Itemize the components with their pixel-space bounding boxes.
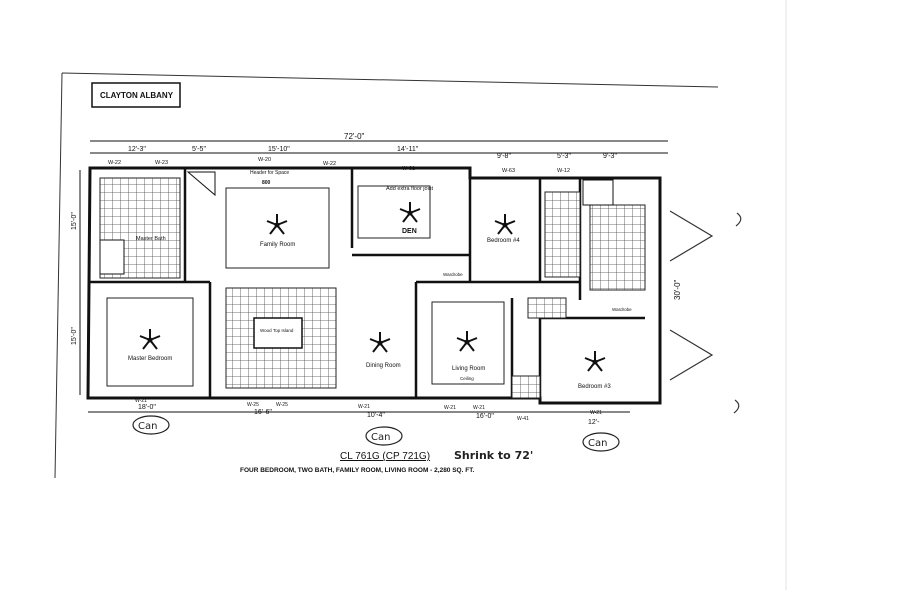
top-dimensions: 12'-3" 5'-5" 15'-10" 14'-11" 9'-8" 5'-3"…	[90, 146, 668, 160]
room-labels: Master Bath Family Room DEN Bedroom #4 M…	[128, 228, 611, 390]
pencil-mark	[733, 399, 740, 414]
ceiling-fan-icon	[456, 330, 478, 352]
window-label: W-25	[247, 402, 259, 408]
overall-width-label: 72'-0"	[344, 132, 365, 141]
can-marker-label: Can	[371, 432, 390, 443]
window-label: W-41	[517, 416, 529, 422]
window-label: W-23	[155, 160, 168, 166]
pencil-triangle	[669, 210, 714, 262]
overall-depth-label: 30'-0"	[673, 279, 682, 300]
bottom-dim: 16'-6"	[254, 409, 272, 416]
entry-tile	[511, 375, 541, 399]
window-label: W-25	[276, 402, 288, 408]
bottom-dimensions: 18'-0" 16'-6" 10'-4" 16'-0" 12'-	[88, 404, 630, 426]
left-dimensions: 15'-0" 15'-0"	[71, 170, 81, 395]
top-dim: 12'-3"	[128, 146, 146, 153]
bottom-dim: 16'-0"	[476, 413, 494, 420]
can-marker: Can	[582, 432, 620, 452]
bottom-dim: 18'-0"	[138, 404, 156, 411]
ceiling-fan-icon	[139, 328, 161, 350]
porch-tile	[527, 297, 567, 319]
den-ceiling	[357, 185, 431, 239]
top-dim: 9'-8"	[497, 153, 511, 160]
master-bedroom-ceiling	[106, 297, 194, 387]
kitchen-island	[253, 317, 303, 349]
can-marker-label: Can	[138, 421, 157, 432]
family-room-ceiling	[225, 187, 330, 269]
room-label-bedroom3: Bedroom #3	[578, 384, 611, 390]
left-dim: 15'-0"	[71, 212, 78, 230]
closet-label-bed4: Wardrobe	[443, 272, 463, 277]
ceiling-fan-icon	[369, 331, 391, 353]
window-label: W-20	[258, 157, 271, 163]
room-label-dining-room: Dining Room	[366, 363, 401, 369]
top-dim: 9'-3"	[603, 153, 617, 160]
ceiling-fan-icon	[266, 213, 288, 235]
ceiling-fan-icon	[399, 201, 421, 223]
bath2-tile	[544, 191, 581, 278]
laundry-tile	[589, 204, 646, 291]
window-label: W-21	[135, 398, 147, 404]
living-room-ceiling	[431, 301, 505, 385]
can-marker: Can	[365, 426, 403, 446]
left-dim: 15'-0"	[71, 327, 78, 345]
den-note: Add extra floor joist	[386, 186, 434, 192]
window-label: W-21	[590, 410, 602, 416]
shrink-note: Shrink to 72'	[454, 449, 533, 462]
window-label: W-22	[108, 160, 121, 166]
pencil-triangle	[669, 329, 714, 381]
top-dim: 14'-11"	[397, 146, 419, 153]
family-room-header-note: Header for Space	[250, 170, 289, 176]
bathtub	[99, 239, 125, 275]
exterior-wall	[86, 166, 662, 405]
model-line: CL 761G (CP 721G)	[340, 451, 430, 462]
page-top-edge	[61, 72, 719, 88]
window-label: W-22	[323, 161, 336, 167]
can-marker: Can	[132, 415, 170, 435]
room-label-master-bath: Master Bath	[136, 236, 166, 242]
window-label: W-12	[557, 168, 570, 174]
window-label: W-21	[473, 405, 485, 411]
living-ceiling-note: Ceiling	[460, 376, 474, 381]
top-dim: 15'-10"	[268, 146, 290, 153]
top-dim: 5'-5"	[192, 146, 206, 153]
window-label: W-21	[444, 405, 456, 411]
can-marker-label: Can	[588, 438, 607, 449]
family-room-size-note: 800	[262, 180, 271, 186]
ceiling-fan-icon	[494, 213, 516, 235]
room-label-bedroom4: Bedroom #4	[487, 238, 520, 244]
bottom-dim: 10'-4"	[367, 412, 385, 419]
plan-description: FOUR BEDROOM, TWO BATH, FAMILY ROOM, LIV…	[240, 467, 474, 474]
corner-tub	[186, 171, 216, 197]
window-label: W-63	[502, 168, 515, 174]
bottom-dim: 12'-	[588, 419, 600, 426]
ceiling-fan-icon	[584, 350, 606, 372]
builder-label: CLAYTON ALBANY	[100, 91, 174, 100]
room-label-den: DEN	[402, 228, 417, 235]
room-label-family-room: Family Room	[260, 242, 295, 248]
room-label-master-bedroom: Master Bedroom	[128, 356, 172, 362]
page-left-edge	[54, 72, 63, 479]
kitchen-island-label: Wood Top Island	[260, 328, 294, 333]
bottom-window-labels: W-21 W-25 W-25 W-21 W-21 W-21 W-41 W-21	[135, 398, 602, 422]
shower	[582, 179, 614, 206]
window-label: W-21	[358, 404, 370, 410]
pencil-mark	[735, 212, 742, 227]
top-dim: 5'-3"	[557, 153, 571, 160]
builder-label-box	[91, 82, 181, 108]
closet-label-bed3: Wardrobe	[612, 307, 632, 312]
room-label-living-room: Living Room	[452, 366, 485, 372]
